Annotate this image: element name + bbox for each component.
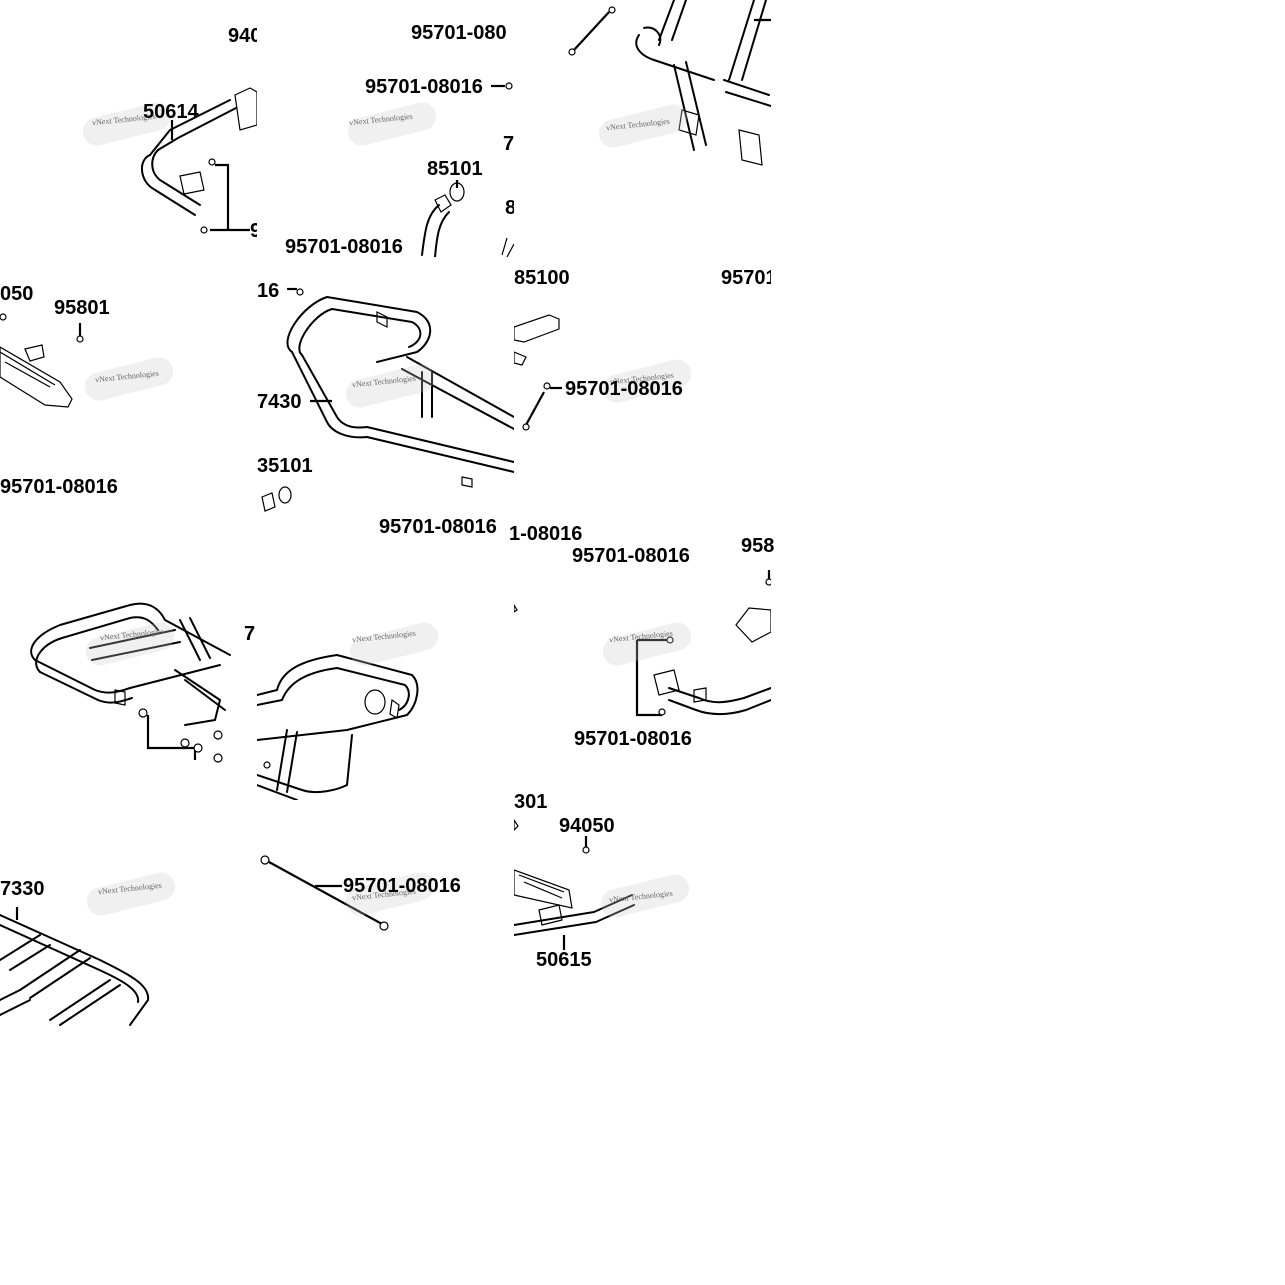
diagram-tile-2: vNext Technologies 95701-080 95701-08016…	[257, 0, 514, 257]
diagram-tile-4: vNext Technologies 050 95801 95701-08016	[0, 257, 257, 514]
part-label-050: 050	[0, 283, 34, 305]
part-label-95701-08016-t9: 95701-08016	[574, 728, 692, 750]
part-label-95701-08016-strip-1: 95701-08016	[379, 516, 497, 538]
part-label-95701-08016-a: 95701-08016	[565, 378, 683, 400]
tile-6-drawing	[514, 314, 562, 431]
tile-5-drawing	[261, 287, 514, 512]
tile-11-drawing	[260, 855, 389, 931]
part-label-9: 9	[250, 220, 257, 242]
part-label-95701-08016-bottom: 95701-08016	[285, 236, 403, 257]
part-label-95701: 95701	[721, 267, 771, 289]
tile-3-drawing	[568, 0, 771, 166]
part-label-95801: 95801	[54, 297, 110, 319]
diagram-tile-6: vNext Technologies 85100 95701 95701-080…	[514, 257, 771, 514]
diagram-tile-1: vNext Technologies 940 50614 9	[0, 0, 257, 257]
part-label-94050: 94050	[559, 815, 615, 837]
part-label-95701-08016-t11: 95701-08016	[343, 875, 461, 897]
tile-12-drawing	[514, 818, 635, 950]
tile-1-drawing	[141, 87, 257, 234]
part-label-958: 958	[741, 535, 775, 557]
part-label-301: 301	[514, 791, 548, 813]
part-label-940: 940	[228, 25, 257, 47]
diagram-tile-8: vNext Technologies	[257, 560, 514, 800]
diagram-tile-5: vNext Technologies 16 7430 35101	[257, 257, 514, 514]
diagram-tile-9: vNext Technologies	[514, 570, 771, 755]
part-label-16: 16	[257, 280, 280, 302]
part-label-7330: 7330	[0, 878, 45, 900]
diagram-tile-12: vNext Technologies 301 94050 50615	[514, 790, 771, 980]
part-label-85100: 85100	[514, 267, 570, 289]
part-label-1-08016: 1-08016	[509, 523, 583, 545]
part-label-85101: 85101	[427, 158, 483, 180]
part-label-8: 8	[505, 197, 514, 219]
diagram-tile-3: vNext Technologies	[514, 0, 771, 257]
part-label-50615: 50615	[536, 949, 592, 971]
tile-8-drawing	[257, 654, 419, 800]
diagram-tile-11: vNext Technologies 95701-08016	[257, 840, 514, 950]
part-label-95701-080: 95701-080	[411, 22, 507, 44]
diagram-tile-7: vNext Technologies 7	[0, 550, 257, 800]
part-label-50614: 50614	[143, 101, 199, 123]
tile-2-drawing	[421, 82, 514, 257]
part-label-7430: 7430	[257, 391, 302, 413]
part-label-95701-08016-strip-2: 95701-08016	[572, 545, 690, 567]
part-label-95701-08016-top: 95701-08016	[365, 76, 483, 98]
part-label-95701-08016: 95701-08016	[0, 476, 118, 498]
part-label-35101: 35101	[257, 455, 313, 477]
tile-10-drawing	[0, 907, 150, 1026]
part-label-7: 7	[244, 623, 256, 645]
diagram-tile-10: vNext Technologies 7330	[0, 820, 257, 1028]
tile-4-drawing	[0, 313, 84, 408]
tile-7-drawing	[30, 602, 231, 763]
tile-9-drawing	[514, 570, 771, 717]
part-label-7: 7	[503, 133, 514, 155]
